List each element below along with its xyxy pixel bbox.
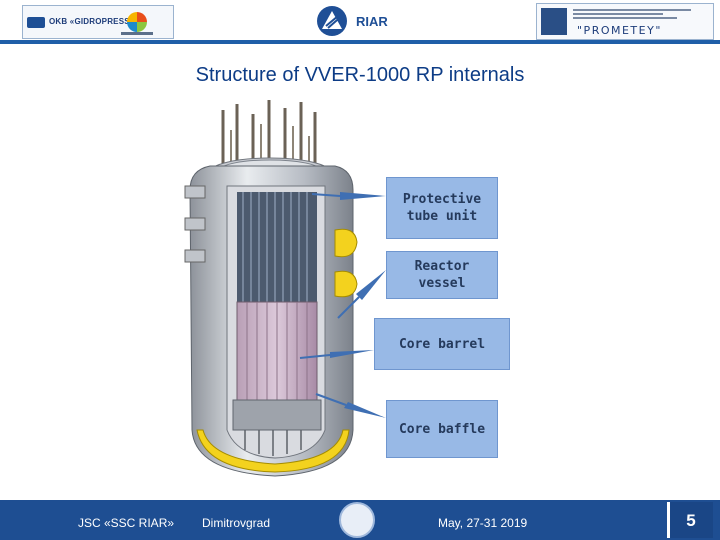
footer-date: May, 27-31 2019 bbox=[438, 516, 528, 530]
footer-organization: JSC «SSC RIAR» bbox=[78, 516, 175, 530]
fuel-assemblies bbox=[246, 302, 308, 402]
slide-title: Structure of VVER-1000 RP internals bbox=[195, 64, 525, 86]
header-bar: OKB «GIDROPRESS» RIAR "PROMETEY" bbox=[0, 0, 720, 44]
prometey-caption-line bbox=[573, 9, 691, 11]
callout-protective-tube-unit: Protective tube unit bbox=[386, 177, 498, 239]
callout-reactor-vessel: Reactor vessel bbox=[386, 251, 498, 299]
prometey-logo: "PROMETEY" bbox=[536, 3, 714, 40]
conference-emblem-icon bbox=[339, 502, 375, 538]
okb-emblem-icon bbox=[27, 17, 45, 28]
guide-tubes bbox=[242, 192, 308, 302]
riar-logo-text: RIAR bbox=[356, 14, 388, 29]
bottom-support-tubes bbox=[244, 430, 302, 456]
callout-core-barrel: Core barrel bbox=[374, 318, 510, 370]
prometey-caption-line bbox=[573, 17, 677, 19]
gidropress-logo-text: OKB «GIDROPRESS» bbox=[49, 17, 135, 26]
gidropress-logo: OKB «GIDROPRESS» bbox=[22, 5, 174, 39]
riar-logo: RIAR bbox=[314, 4, 394, 38]
header-divider bbox=[0, 40, 720, 44]
rosatom-emblem-icon bbox=[127, 12, 147, 32]
page-number: 5 bbox=[686, 511, 696, 530]
page-number-box bbox=[667, 502, 713, 538]
riar-emblem-icon bbox=[317, 6, 347, 36]
prometey-logo-text: "PROMETEY" bbox=[577, 24, 662, 37]
reactor-cutaway-illustration bbox=[184, 100, 358, 477]
callout-core-baffle: Core baffle bbox=[386, 400, 498, 458]
rosatom-caption bbox=[121, 32, 153, 35]
prometey-emblem-icon bbox=[541, 8, 567, 35]
footer-city: Dimitrovgrad bbox=[202, 516, 271, 530]
prometey-caption-line bbox=[573, 13, 663, 15]
